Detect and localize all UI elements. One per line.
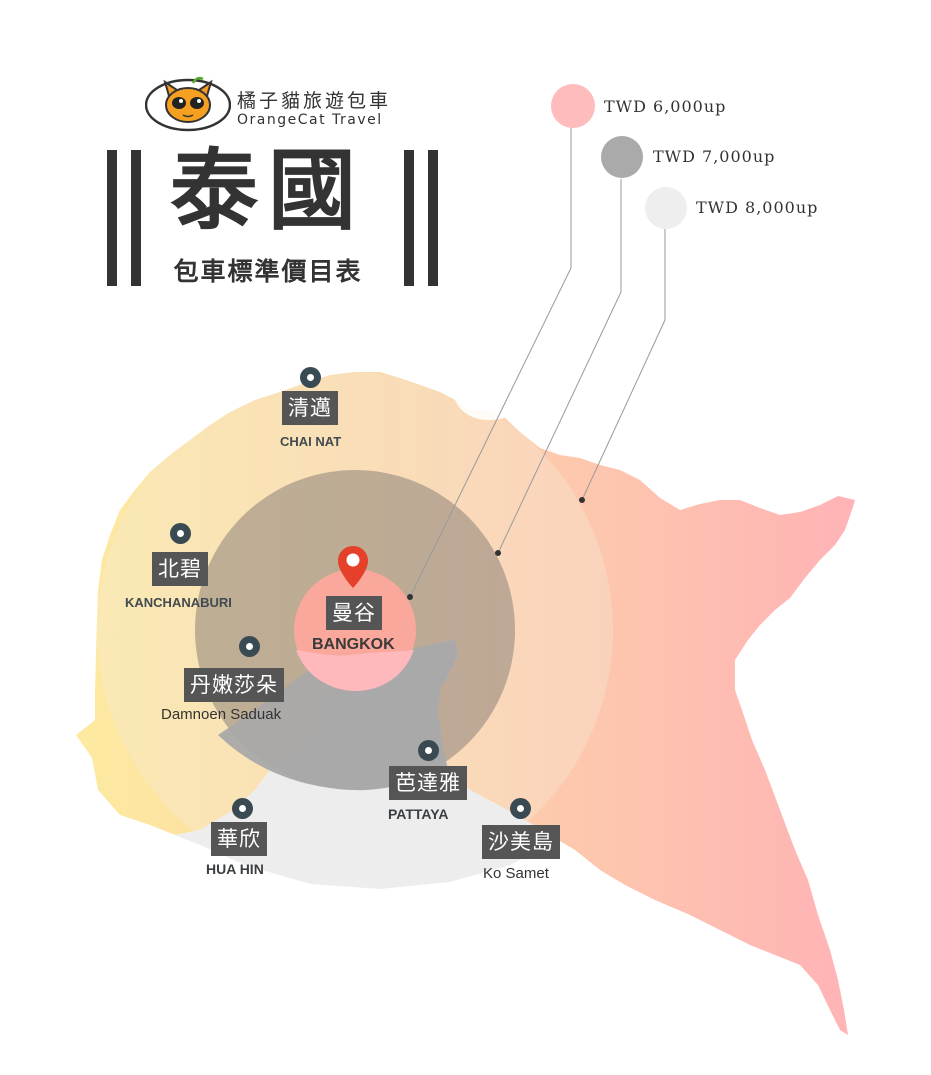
place-name-chai-nat-en: CHAI NAT bbox=[280, 434, 342, 449]
leader-8000-diagonal bbox=[581, 319, 666, 501]
place-name-chai-nat-zh: 清邁 bbox=[282, 391, 338, 425]
legend-label-8000: TWD 8,000up bbox=[696, 198, 819, 217]
place-marker-damnoen-saduak[interactable] bbox=[239, 636, 260, 657]
page-title: 泰國 bbox=[169, 139, 366, 242]
place-name-hua-hin-en: HUA HIN bbox=[206, 861, 264, 877]
legend-swatch-8000 bbox=[645, 187, 687, 229]
place-name-ko-samet-zh: 沙美島 bbox=[482, 825, 560, 859]
place-name-kanchanaburi-en: KANCHANABURI bbox=[125, 595, 232, 610]
leader-8000-end bbox=[579, 497, 585, 503]
leader-7000-diagonal bbox=[497, 291, 622, 554]
leader-7000-end bbox=[495, 550, 501, 556]
bangkok-name-english: BANGKOK bbox=[312, 636, 395, 653]
legend-label-7000: TWD 7,000up bbox=[653, 147, 776, 166]
place-name-ko-samet-en: Ko Samet bbox=[483, 865, 549, 882]
place-name-hua-hin-zh: 華欣 bbox=[211, 822, 267, 856]
zone-6000-lower bbox=[296, 650, 414, 691]
place-name-damnoen-saduak-zh: 丹嫩莎朵 bbox=[184, 668, 284, 702]
leader-6000-diagonal bbox=[409, 267, 572, 598]
place-name-kanchanaburi-zh: 北碧 bbox=[152, 552, 208, 586]
title-left-bars bbox=[107, 150, 143, 286]
place-name-pattaya-en: PATTAYA bbox=[388, 806, 449, 822]
place-name-pattaya-zh: 芭達雅 bbox=[389, 766, 467, 800]
legend-swatch-7000 bbox=[601, 136, 643, 178]
leader-6000-end bbox=[407, 594, 413, 600]
title-right-bars bbox=[404, 150, 440, 286]
notch-shape bbox=[455, 395, 505, 420]
page-subtitle: 包車標準價目表 bbox=[173, 257, 363, 286]
legend-label-6000: TWD 6,000up bbox=[604, 97, 727, 116]
brand-name-chinese: 橘子貓旅遊包車 bbox=[237, 90, 392, 112]
orange-cat-logo-icon bbox=[145, 76, 231, 132]
place-marker-ko-samet[interactable] bbox=[510, 798, 531, 819]
place-marker-hua-hin[interactable] bbox=[232, 798, 253, 819]
brand-header: 橘子貓旅遊包車 OrangeCat Travel bbox=[145, 74, 405, 136]
location-pin-icon bbox=[338, 546, 368, 588]
place-marker-kanchanaburi[interactable] bbox=[170, 523, 191, 544]
brand-name-english: OrangeCat Travel bbox=[237, 112, 383, 128]
legend-swatch-6000 bbox=[551, 84, 595, 128]
zone-7000-sea bbox=[218, 640, 458, 791]
bangkok-name-chinese: 曼谷 bbox=[326, 596, 382, 630]
place-marker-pattaya[interactable] bbox=[418, 740, 439, 761]
place-marker-chai-nat[interactable] bbox=[300, 367, 321, 388]
place-name-damnoen-saduak-en: Damnoen Saduak bbox=[161, 706, 282, 723]
